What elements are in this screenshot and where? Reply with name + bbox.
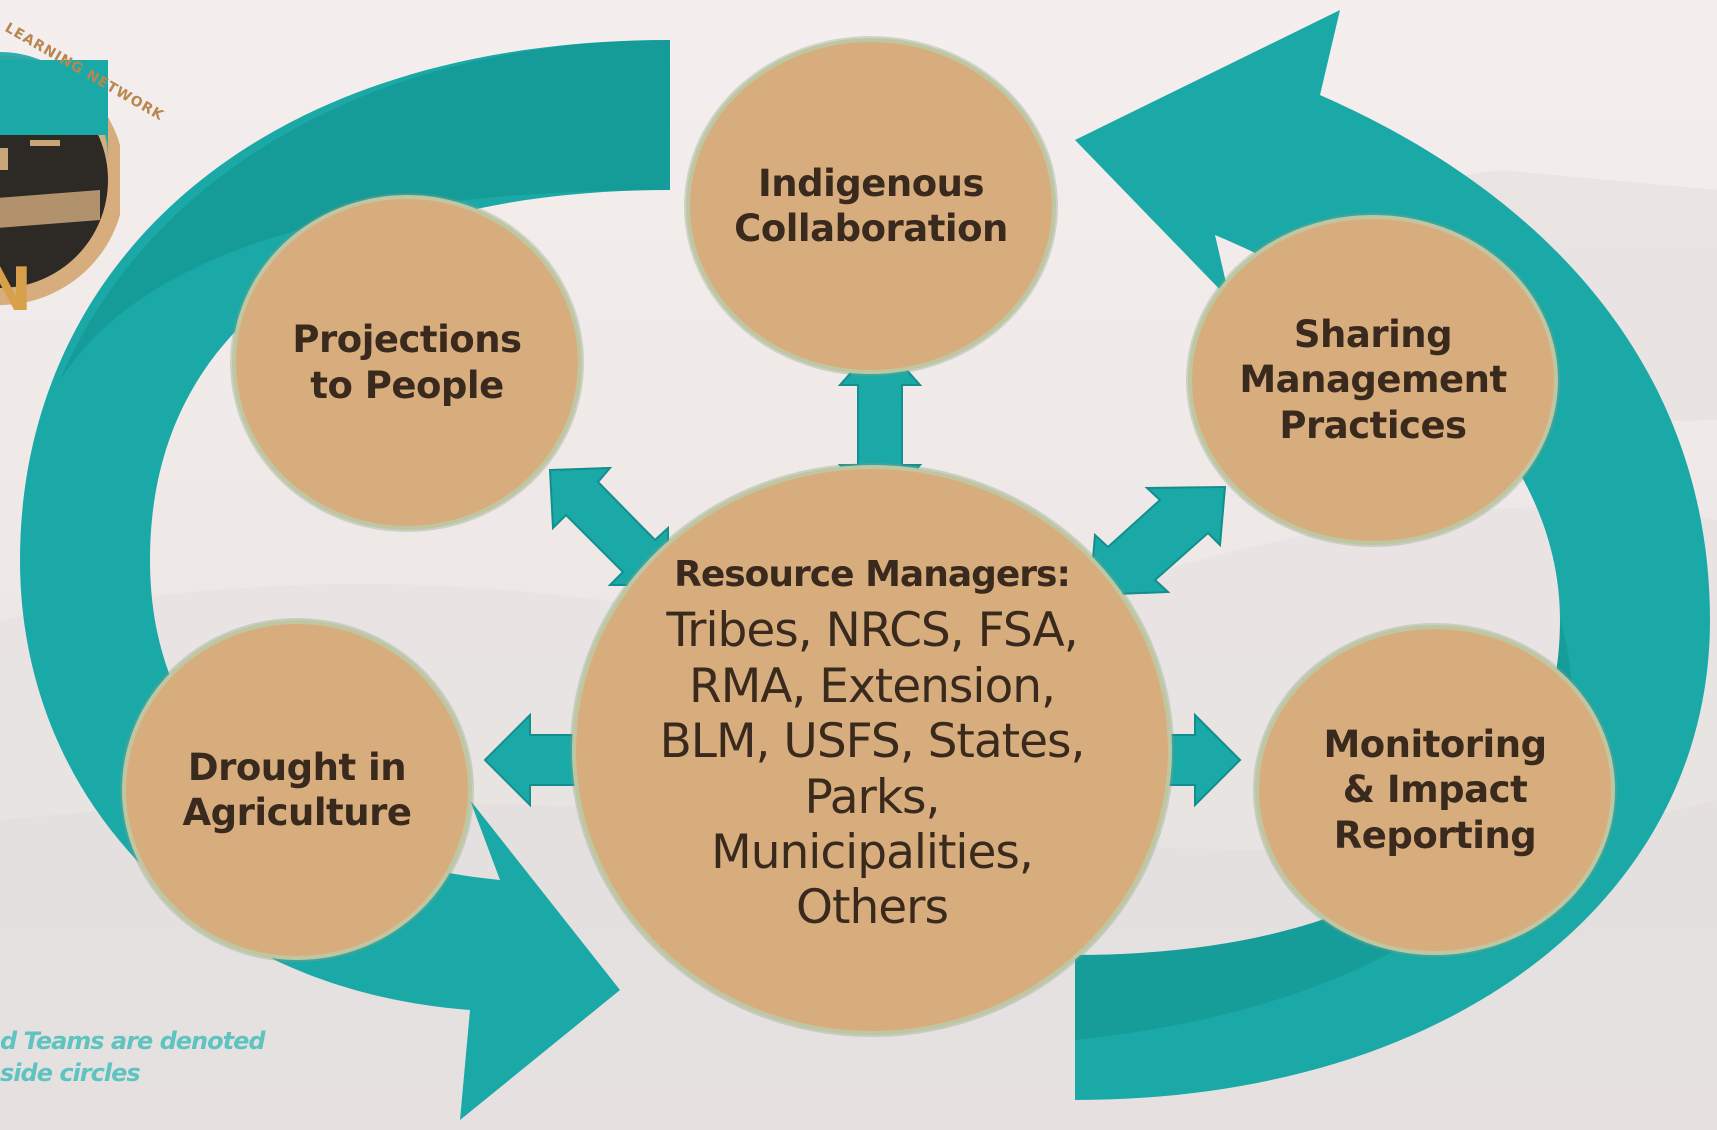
node-resource-managers: Resource Managers: Tribes, NRCS, FSA, RM… xyxy=(572,465,1172,1035)
organization-logo: LEARNING NETWORK N xyxy=(0,0,167,360)
node-label: Drought in Agriculture xyxy=(182,745,412,834)
node-drought-in-agriculture: Drought in Agriculture xyxy=(122,620,472,960)
footnote-text: d Teams are denoted side circles xyxy=(0,1027,266,1088)
node-label: Sharing Management Practices xyxy=(1239,313,1507,447)
node-indigenous-collaboration: Indigenous Collaboration xyxy=(686,38,1056,374)
node-projections-to-people: Projections to People xyxy=(232,195,582,530)
center-body: Tribes, NRCS, FSA, RMA, Extension, BLM, … xyxy=(659,603,1086,936)
logo-letter: N xyxy=(0,255,33,325)
node-label: Projections to People xyxy=(292,318,522,407)
node-monitoring-impact-reporting: Monitoring & Impact Reporting xyxy=(1255,625,1615,955)
center-title: Resource Managers: xyxy=(674,554,1071,596)
node-sharing-management-practices: Sharing Management Practices xyxy=(1188,215,1558,545)
node-label: Indigenous Collaboration xyxy=(734,161,1008,250)
organization-logo-icon xyxy=(0,52,125,305)
node-label: Monitoring & Impact Reporting xyxy=(1323,723,1547,857)
